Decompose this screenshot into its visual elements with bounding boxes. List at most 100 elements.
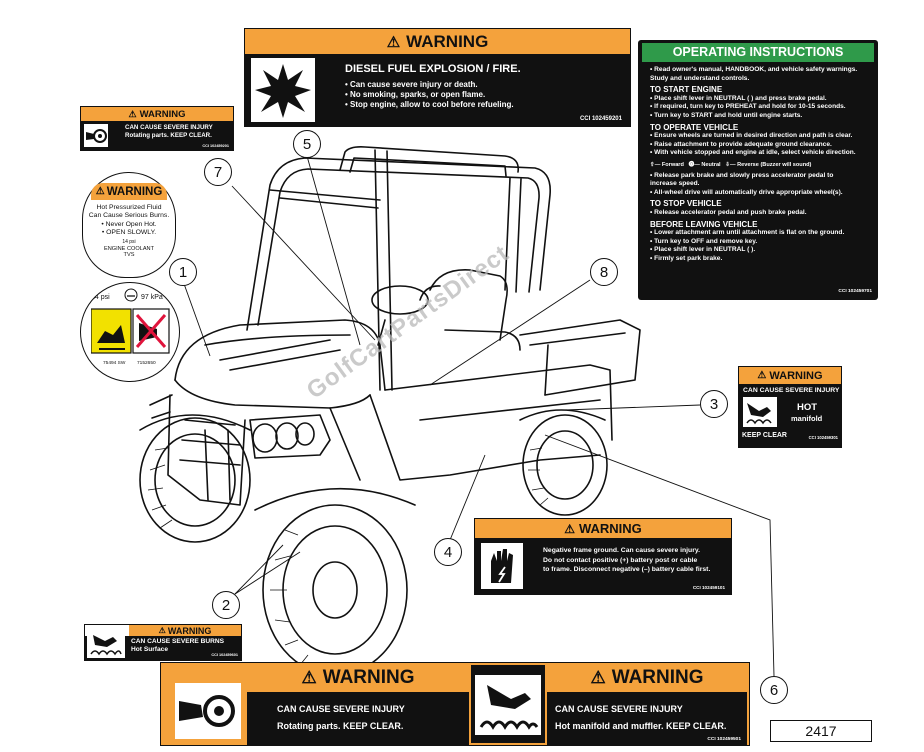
decal-body: CAN CAUSE SEVERE INJURY Rotating parts. … (81, 121, 233, 150)
oi-line: • Release accelerator pedal and push bra… (650, 208, 807, 216)
oi-heading: TO STOP VEHICLE (650, 199, 722, 209)
bottom-right-line2: Hot manifold and muffler. KEEP CLEAR. (555, 721, 727, 731)
bottom-left-line2: Rotating parts. KEEP CLEAR. (277, 721, 404, 731)
electric-shock-hand-icon (481, 543, 523, 589)
warning-label: WARNING (406, 31, 489, 51)
rotating-parts-hand-icon (175, 683, 241, 739)
oi-line: • Turn key to OFF and remove key. (650, 237, 758, 245)
warning-label: WARNING (611, 666, 704, 688)
decal-frame-ground: ⚠ WARNING Negative frame ground. Can cau… (474, 518, 732, 595)
callout-7: 7 (204, 158, 232, 186)
oi-line: • Read owner's manual, HANDBOOK, and veh… (650, 66, 858, 73)
oi-line: • Place shift lever in NEUTRAL ( ) and p… (650, 94, 827, 102)
coolant-line: Hot Pressurized Fluid (96, 204, 162, 211)
oi-line: • Place shift lever in NEUTRAL ( ). (650, 246, 756, 254)
decal-header: ⚠ WARNING (81, 107, 233, 121)
forward-arrow-icon: ⇧ (650, 161, 655, 168)
diesel-line: • Stop engine, allow to cool before refu… (345, 100, 514, 109)
rotating-line2: Rotating parts. KEEP CLEAR. (125, 132, 212, 139)
coolant-line: • Never Open Hot. (101, 220, 157, 228)
decal-icon-panel (471, 665, 545, 743)
part-number-a: 75494 SW (103, 361, 126, 366)
kpa-value: 97 kPa (141, 294, 163, 301)
decal-code: CCI 102459501 (707, 737, 741, 742)
hot-manifold-hand-icon (475, 675, 541, 735)
callout-3: 3 (700, 390, 728, 418)
decal-code: CCI 102459601 (211, 653, 238, 657)
decal-code: CCI 102459201 (579, 116, 622, 122)
decal-body: Negative frame ground. Can cause severe … (475, 538, 731, 594)
warning-label: WARNING (578, 521, 642, 536)
decal-bottom-double: ⚠ WARNING CAN CAUSE SEVERE INJURY Rotati… (160, 662, 750, 746)
warning-label: WARNING (322, 666, 415, 688)
diesel-title: DIESEL FUEL EXPLOSION / FIRE. (345, 63, 521, 75)
direction-legend: ⇧— Forward ⓿— Neutral ⇩— Reverse (Buzzer… (650, 161, 874, 170)
decal-body-left: CAN CAUSE SEVERE INJURY Rotating parts. … (247, 692, 469, 745)
decal-header: ⚠ WARNING (245, 29, 630, 54)
callout-8: 8 (590, 258, 618, 286)
oi-heading: TO OPERATE VEHICLE (650, 122, 739, 132)
hot-fluid-burn-icon (91, 308, 170, 354)
ground-line: to frame. Disconnect negative (–) batter… (543, 566, 711, 573)
manifold-label: manifold (791, 414, 823, 423)
part-number-b: 7152650 (137, 361, 156, 366)
warning-triangle-icon: ⚠ (590, 667, 606, 687)
oi-heading: TO START ENGINE (650, 85, 723, 95)
decal-rotating-small: ⚠ WARNING CAN CAUSE SEVERE INJURY Rotati… (80, 106, 234, 151)
oi-line: • All-wheel drive will automatically dri… (650, 188, 843, 196)
coolant-line: Can Cause Serious Burns. (88, 212, 170, 220)
decal-header-left: ⚠ WARNING (247, 663, 469, 692)
explosion-icon (251, 58, 315, 122)
decal-code: CCI 102459301 (808, 435, 838, 440)
callout-6: 6 (760, 676, 788, 704)
oi-line: increase speed. (650, 180, 700, 188)
decal-body: CAN CAUSE SEVERE INJURY HOT manifold KEE… (739, 384, 841, 447)
decal-code: CCI 102459701 (838, 289, 872, 294)
decal-hot-manifold: ⚠ WARNING CAN CAUSE SEVERE INJURY HOT ma… (738, 366, 842, 448)
pressure-gauge-icon (124, 288, 138, 302)
decal-header: ⚠ WARNING (91, 183, 167, 200)
warning-triangle-icon: ⚠ (301, 667, 317, 687)
warning-triangle-icon: ⚠ (158, 626, 166, 635)
decal-header: ⚠ WARNING (739, 367, 841, 384)
neutral-icon: ⓿ (688, 161, 695, 168)
oi-line: • Raise attachment to provide adequate g… (650, 140, 832, 148)
warning-triangle-icon: ⚠ (386, 33, 401, 51)
decal-header-right: ⚠ WARNING (547, 663, 747, 692)
warning-triangle-icon: ⚠ (128, 108, 137, 119)
burns-line2: Hot Surface (131, 646, 169, 653)
forward-label: — Forward (654, 161, 684, 168)
decal-header: ⚠ WARNING (129, 625, 241, 636)
coolant-psi-label: 14 psi (122, 238, 136, 245)
warning-triangle-icon: ⚠ (757, 370, 767, 381)
callout-4: 4 (434, 538, 462, 566)
decal-operating-instructions: OPERATING INSTRUCTIONS • Read owner's ma… (638, 40, 878, 300)
warning-label: WARNING (139, 108, 186, 120)
decal-code: CCI 102459201 (202, 144, 229, 148)
hot-surface-hand-icon (743, 397, 777, 427)
oi-line: • Firmly set park brake. (650, 254, 723, 262)
operating-title: OPERATING INSTRUCTIONS (642, 43, 874, 62)
decal-diesel-fire: ⚠ WARNING DIESEL FUEL EXPLOSION / FIRE. … (244, 28, 631, 127)
callout-1: 1 (169, 258, 197, 286)
oi-line: Study and understand controls. (650, 74, 750, 82)
decal-body-right: CAN CAUSE SEVERE INJURY Hot manifold and… (547, 692, 747, 745)
figure-number: 2417 (770, 720, 872, 742)
diesel-line: • No smoking, sparks, or open flame. (345, 90, 486, 99)
warning-triangle-icon: ⚠ (564, 521, 575, 536)
reverse-arrow-icon: ⇩ (725, 161, 730, 168)
coolant-line: • OPEN SLOWLY. (101, 229, 157, 237)
warning-label: WARNING (167, 625, 212, 636)
decal-severe-burns: ⚠ WARNING CAN CAUSE SEVERE BURNS Hot Sur… (84, 624, 242, 661)
decal-body: DIESEL FUEL EXPLOSION / FIRE. • Can caus… (245, 54, 630, 126)
keep-clear-label: KEEP CLEAR (742, 432, 787, 439)
coolant-tvs: TVS (123, 252, 135, 259)
neutral-label: — Neutral (694, 161, 721, 168)
oi-line: • Turn key to START and hold until engin… (650, 111, 803, 119)
diesel-line: • Can cause severe injury or death. (345, 80, 478, 89)
callout-5: 5 (293, 130, 321, 158)
rotating-parts-hand-icon (84, 124, 108, 147)
oi-heading: BEFORE LEAVING VEHICLE (650, 219, 758, 229)
